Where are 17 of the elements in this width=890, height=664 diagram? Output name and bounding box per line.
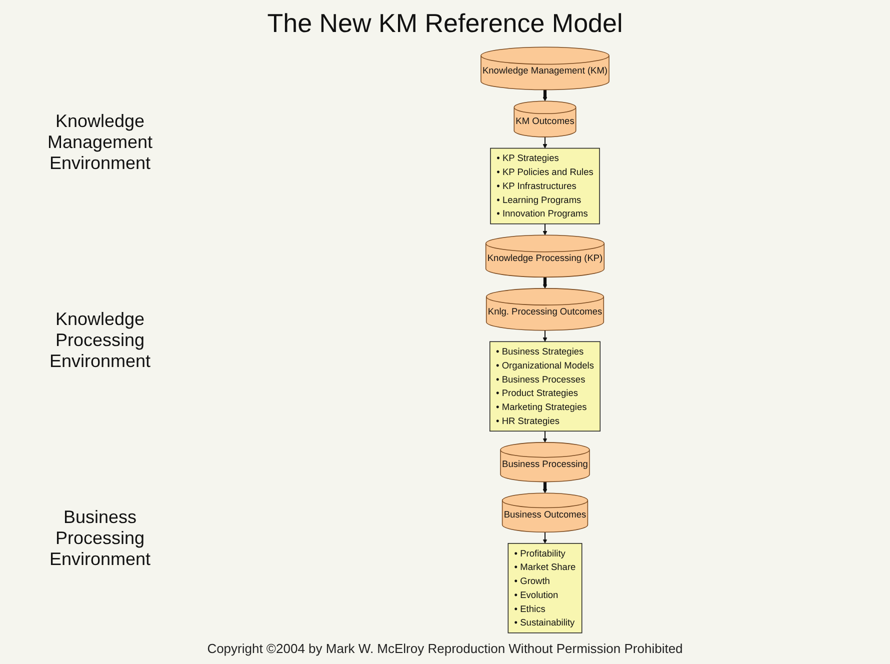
arrow [542,136,548,148]
environment-label: Knowledge Management Environment [46,110,154,174]
arrow [542,481,548,494]
arrow [542,224,548,236]
environment-label: Business Processing Environment [48,506,152,570]
arrow [542,532,548,544]
arrow [542,89,548,102]
environment-label: Knowledge Processing Environment [48,308,152,372]
arrow [542,276,548,289]
copyright-note: Copyright ©2004 by Mark W. McElroy Reproduction Without Permission Prohibited [207,641,683,656]
node-box [489,341,601,432]
node-box [508,543,582,634]
node-box [490,148,600,224]
flowchart: Knowledge Management (KM) KM Outcomes • KP Strategies • KP Policies and Rules • KP Infrastructures • Learning Programs • Innovation Programs Knowledge Processing (KP) Knlg. Processing Outcomes • Business Strategies • Organizational Models • Business Processes • Product Strategies • Marketing Strategies • HR Strategies Business Processing Business Outcomes • Profitability • Market Share • Growth • Evolution • Ethics • Sustainability [200,43,890,637]
arrow [542,330,548,342]
arrow [542,431,548,443]
diagram-title: The New KM Reference Model [267,8,623,39]
